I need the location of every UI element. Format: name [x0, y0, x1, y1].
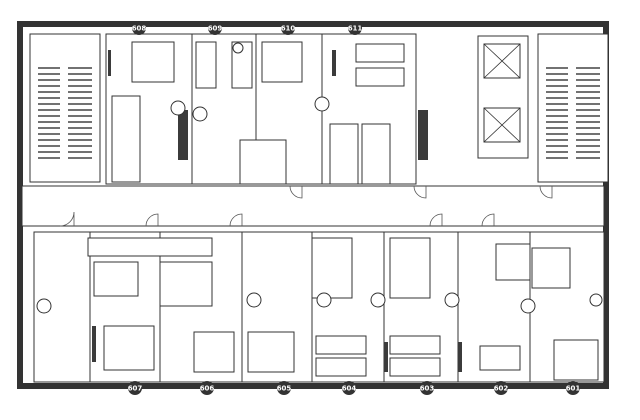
- elevator-core: [477, 35, 529, 159]
- room-tag-top-0: 608: [132, 21, 147, 35]
- room-number-label: 606: [200, 385, 215, 393]
- room-tag-marker: [566, 381, 580, 395]
- room-tag-bottom-4: 603: [420, 381, 435, 395]
- room-tag-bottom-6: 601: [566, 381, 581, 395]
- room-tag-bottom-2: 605: [277, 381, 292, 395]
- room-tag-marker: [277, 381, 291, 395]
- room-tag-bottom-3: 604: [342, 381, 357, 395]
- room-number-label: 603: [420, 385, 435, 393]
- bottom-rooms: [33, 231, 605, 383]
- room-tag-marker: [342, 381, 356, 395]
- corridor: [21, 185, 605, 227]
- room-number-label: 604: [342, 385, 357, 393]
- room-tag-marker: [208, 21, 222, 35]
- room-tag-top-1: 609: [208, 21, 223, 35]
- room-tag-marker: [128, 381, 142, 395]
- room-tag-bottom-5: 602: [494, 381, 509, 395]
- room-tag-bottom-0: 607: [128, 381, 143, 395]
- room-tag-top-3: 611: [348, 21, 363, 35]
- room-number-tags-top: 608 609 610 611: [132, 21, 363, 35]
- room-tag-bottom-1: 606: [200, 381, 215, 395]
- room-number-label: 609: [208, 25, 223, 33]
- room-tag-marker: [348, 21, 362, 35]
- room-tag-marker: [200, 381, 214, 395]
- room-number-label: 601: [566, 385, 581, 393]
- doors: [59, 185, 553, 227]
- room-tag-marker: [132, 21, 146, 35]
- room-number-label: 611: [348, 25, 363, 33]
- stair-right: [537, 33, 609, 183]
- room-number-tags-bottom: 607 606 605 604 603 602 601: [128, 381, 581, 395]
- room-tag-marker: [494, 381, 508, 395]
- room-tag-marker: [420, 381, 434, 395]
- room-tag-top-2: 610: [281, 21, 296, 35]
- stair-left: [29, 33, 101, 183]
- top-rooms: [105, 33, 428, 185]
- outer-wall: [17, 21, 609, 389]
- room-number-label: 608: [132, 25, 147, 33]
- room-number-label: 602: [494, 385, 509, 393]
- room-number-label: 610: [281, 25, 296, 33]
- room-tag-marker: [281, 21, 295, 35]
- room-number-label: 607: [128, 385, 143, 393]
- room-number-label: 605: [277, 385, 292, 393]
